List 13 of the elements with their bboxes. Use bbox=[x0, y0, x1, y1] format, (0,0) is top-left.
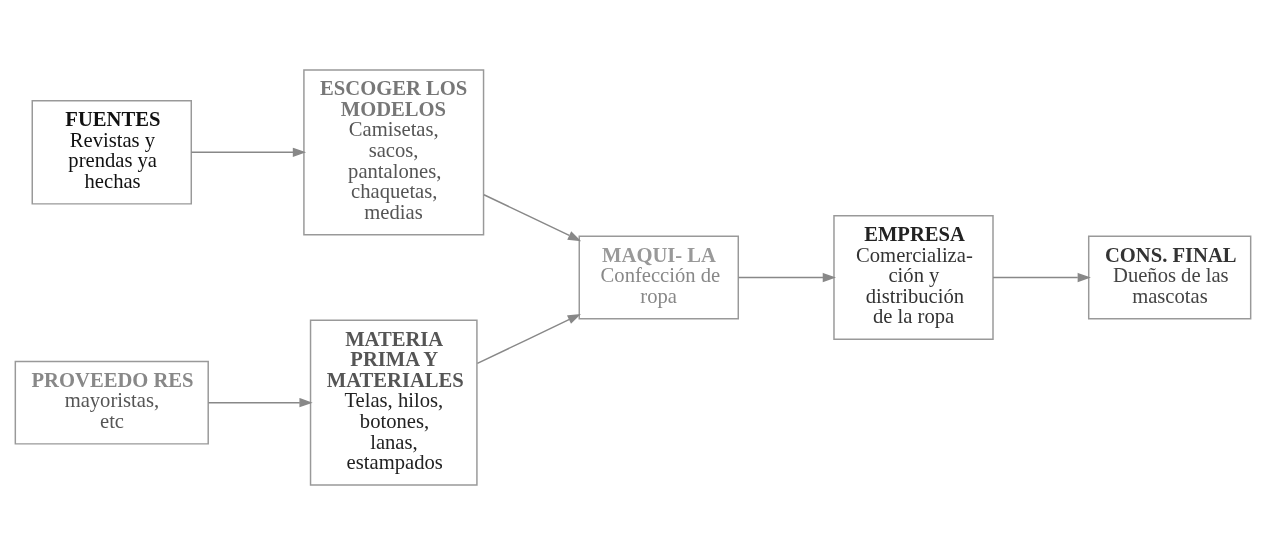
arrow bbox=[737, 272, 836, 283]
node-box: PROVEEDO RES mayoristas, etc bbox=[14, 360, 209, 445]
arrow bbox=[483, 194, 582, 242]
node-box: FUENTES Revistas y prendas ya hechas bbox=[31, 100, 192, 205]
node-box: MATERIA PRIMA Y MATERIALES Telas, hilos, botones, lanas, estampados bbox=[309, 319, 478, 486]
arrow bbox=[992, 272, 1091, 283]
node-box: ESCOGER LOS MODELOS Camisetas, sacos, pantalones, chaquetas, medias bbox=[303, 69, 485, 236]
node-box: EMPRESA Comercializa- ción y distribución de la ropa bbox=[833, 214, 994, 341]
node-box: CONS. FINAL Dueños de las mascotas bbox=[1087, 235, 1252, 320]
arrow bbox=[190, 147, 307, 157]
arrow bbox=[476, 313, 581, 365]
arrow bbox=[207, 398, 313, 408]
node-box: MAQUI- LA Confección de ropa bbox=[578, 235, 739, 320]
